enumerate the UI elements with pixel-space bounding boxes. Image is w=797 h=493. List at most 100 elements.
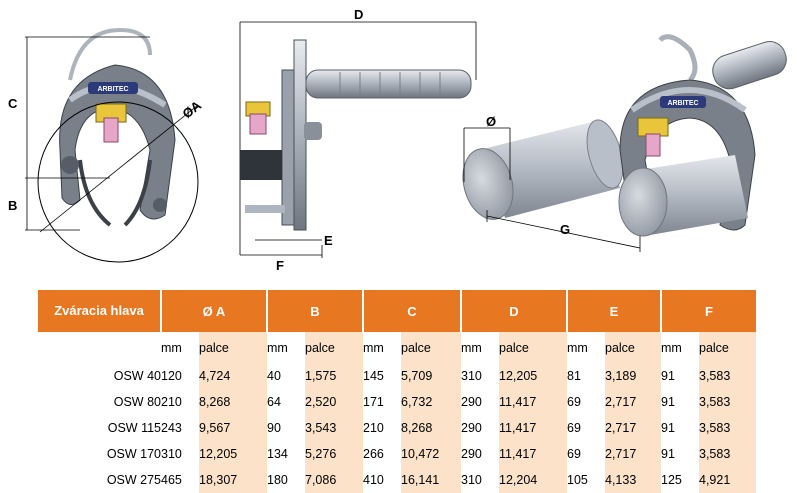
value-mm-cell: 266 [363, 447, 384, 461]
value-mm-cell: 81 [567, 369, 581, 383]
unit-mm: mm [661, 340, 682, 355]
value-mm-cell: 310 [461, 473, 482, 487]
value-mm-cell: 290 [461, 447, 482, 461]
value-mm-cell: 290 [461, 395, 482, 409]
value-in-cell: 3,543 [305, 415, 363, 441]
value-in-cell: 8,268 [199, 389, 267, 415]
header-col-e: E [566, 290, 661, 332]
header-col-d: D [460, 290, 567, 332]
value-mm-cell: 310 [161, 447, 182, 461]
unit-in: palce [199, 332, 267, 363]
value-in-cell: 5,709 [401, 363, 461, 389]
value-in-cell: 4,724 [199, 363, 267, 389]
logo-text-2: ARBITEC [667, 100, 698, 107]
value-mm-cell: 91 [661, 421, 675, 435]
value-in-cell: 3,583 [699, 441, 756, 467]
value-mm-cell: 465 [161, 473, 182, 487]
model-cell: OSW 275 [106, 473, 161, 487]
table-header-row: Zváracia hlava Ø A B C D E F [38, 290, 756, 332]
value-mm-cell: 69 [567, 447, 581, 461]
model-cell: OSW 170 [106, 447, 161, 461]
unit-mm: mm [267, 340, 288, 355]
product-figure: ARBITEC [8, 7, 787, 273]
value-in-cell: 3,583 [699, 363, 756, 389]
dim-label-e: E [324, 233, 333, 248]
model-cell: OSW 40 [113, 369, 161, 383]
value-in-cell: 12,204 [499, 467, 567, 493]
units-row: mm palce mm palce mm palce mm palce mm p… [38, 332, 756, 363]
value-mm-cell: 171 [363, 395, 384, 409]
value-mm-cell: 40 [267, 369, 281, 383]
value-mm-cell: 134 [267, 447, 288, 461]
value-in-cell: 3,583 [699, 389, 756, 415]
value-mm-cell: 410 [363, 473, 384, 487]
value-mm-cell: 90 [267, 421, 281, 435]
value-in-cell: 5,276 [305, 441, 363, 467]
header-col-c: C [362, 290, 461, 332]
front-view: ARBITEC [25, 27, 199, 263]
value-mm-cell: 210 [161, 395, 182, 409]
logo-text: ARBITEC [97, 86, 128, 93]
value-in-cell: 16,141 [401, 467, 461, 493]
value-in-cell: 7,086 [305, 467, 363, 493]
value-in-cell: 2,520 [305, 389, 363, 415]
value-in-cell: 8,268 [401, 415, 461, 441]
value-mm-cell: 69 [567, 421, 581, 435]
dim-label-f: F [276, 258, 284, 273]
unit-in: palce [305, 332, 363, 363]
value-mm-cell: 105 [567, 473, 588, 487]
value-in-cell: 4,921 [699, 467, 756, 493]
pipes-view [462, 119, 641, 252]
value-mm-cell: 91 [661, 447, 675, 461]
unit-mm: mm [567, 340, 588, 355]
unit-mm: mm [461, 340, 482, 355]
value-mm-cell: 120 [161, 369, 182, 383]
value-in-cell: 12,205 [199, 441, 267, 467]
value-mm-cell: 180 [267, 473, 288, 487]
value-in-cell: 2,717 [605, 389, 661, 415]
assembled-view: ARBITEC [618, 34, 787, 237]
value-in-cell: 2,717 [605, 415, 661, 441]
value-in-cell: 11,417 [499, 389, 567, 415]
dim-label-diameter: Ø [486, 114, 497, 129]
unit-mm: mm [363, 340, 384, 355]
value-in-cell: 11,417 [499, 441, 567, 467]
value-mm-cell: 290 [461, 421, 482, 435]
value-mm-cell: 125 [661, 473, 682, 487]
value-in-cell: 3,583 [699, 415, 756, 441]
header-col-f: F [660, 290, 756, 332]
value-in-cell: 1,575 [305, 363, 363, 389]
value-mm-cell: 69 [567, 395, 581, 409]
value-in-cell: 4,133 [605, 467, 661, 493]
model-cell: OSW 80 [113, 395, 161, 409]
value-mm-cell: 210 [363, 421, 384, 435]
value-in-cell: 2,717 [605, 441, 661, 467]
unit-in: palce [699, 332, 756, 363]
value-in-cell: 6,732 [401, 389, 461, 415]
spec-table: Zváracia hlava Ø A B C D E F mm palce mm… [38, 290, 756, 493]
header-model: Zváracia hlava [38, 290, 161, 332]
dim-label-d: D [354, 7, 364, 22]
value-mm-cell: 91 [661, 395, 675, 409]
header-col-a: Ø A [160, 290, 267, 332]
header-col-b: B [266, 290, 363, 332]
value-mm-cell: 91 [661, 369, 675, 383]
dim-label-b: B [8, 198, 18, 213]
unit-mm: mm [161, 340, 182, 355]
value-in-cell: 18,307 [199, 467, 267, 493]
model-cell: OSW 115 [107, 421, 161, 435]
value-in-cell: 10,472 [401, 441, 461, 467]
unit-in: palce [401, 332, 461, 363]
unit-in: palce [605, 332, 661, 363]
value-in-cell: 12,205 [499, 363, 567, 389]
dim-label-g: G [560, 222, 571, 237]
dim-label-c: C [8, 96, 18, 111]
drawing: ARBITEC [25, 21, 787, 263]
value-mm-cell: 310 [461, 369, 482, 383]
value-mm-cell: 243 [161, 421, 182, 435]
